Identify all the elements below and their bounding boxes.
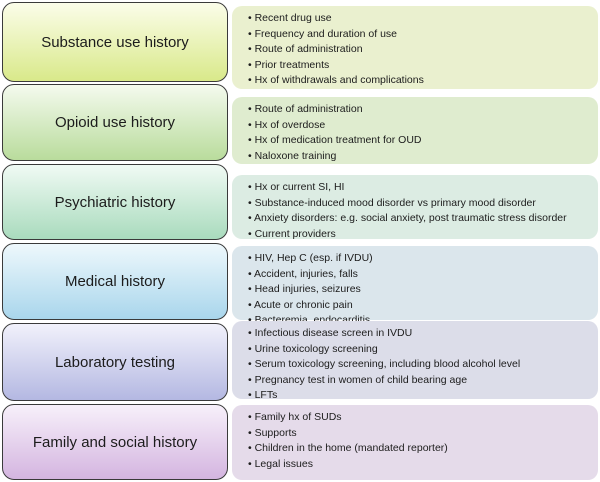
- section-title: Opioid use history: [54, 114, 176, 131]
- detail-item: Hx of overdose: [248, 118, 590, 134]
- section-label-box: Substance use history: [2, 2, 228, 82]
- section-label-box: Medical history: [2, 243, 228, 320]
- section-label-box: Family and social history: [2, 404, 228, 480]
- detail-item: Frequency and duration of use: [248, 27, 590, 43]
- section-label-box: Psychiatric history: [2, 164, 228, 240]
- section-title: Substance use history: [41, 33, 189, 51]
- detail-list: HIV, Hep C (esp. if IVDU)Accident, injur…: [248, 251, 590, 329]
- detail-item: Urine toxicology screening: [248, 342, 590, 358]
- detail-item: Recent drug use: [248, 11, 590, 27]
- detail-item: Head injuries, seizures: [248, 282, 590, 298]
- section-label-box: Opioid use history: [2, 84, 228, 161]
- detail-item: Family hx of SUDs: [248, 410, 590, 426]
- section-title: Laboratory testing: [54, 353, 176, 371]
- section-detail-box: Infectious disease screen in IVDUUrine t…: [232, 321, 598, 401]
- detail-list: Recent drug useFrequency and duration of…: [248, 11, 590, 89]
- detail-list: Family hx of SUDsSupportsChildren in the…: [248, 410, 590, 472]
- detail-item: Substance-induced mood disorder vs prima…: [248, 196, 590, 212]
- detail-list: Infectious disease screen in IVDUUrine t…: [248, 326, 590, 404]
- detail-item: Serum toxicology screening, including bl…: [248, 357, 590, 373]
- detail-item: Infectious disease screen in IVDU: [248, 326, 590, 342]
- detail-list: Route of administrationHx of overdoseHx …: [248, 102, 590, 164]
- detail-item: Route of administration: [248, 102, 590, 118]
- detail-item: HIV, Hep C (esp. if IVDU): [248, 251, 590, 267]
- section-detail-box: Recent drug useFrequency and duration of…: [232, 6, 598, 89]
- section-title: Psychiatric history: [54, 193, 176, 211]
- detail-item: Hx or current SI, HI: [248, 180, 590, 196]
- detail-item: Current providers: [248, 227, 590, 243]
- section-title: Family and social history: [32, 433, 198, 451]
- section-detail-box: HIV, Hep C (esp. if IVDU)Accident, injur…: [232, 246, 598, 326]
- section-detail-box: Route of administrationHx of overdoseHx …: [232, 97, 598, 164]
- detail-item: Supports: [248, 426, 590, 442]
- detail-item: Hx of medication treatment for OUD: [248, 133, 590, 149]
- section-detail-box: Hx or current SI, HISubstance-induced mo…: [232, 175, 598, 242]
- detail-item: Anxiety disorders: e.g. social anxiety, …: [248, 211, 590, 227]
- detail-item: Pregnancy test in women of child bearing…: [248, 373, 590, 389]
- detail-item: Route of administration: [248, 42, 590, 58]
- detail-item: LFTs: [248, 388, 590, 404]
- detail-item: Legal issues: [248, 457, 590, 473]
- detail-item: Accident, injuries, falls: [248, 267, 590, 283]
- section-label-box: Laboratory testing: [2, 323, 228, 401]
- detail-item: Prior treatments: [248, 58, 590, 74]
- section-detail-box: Family hx of SUDsSupportsChildren in the…: [232, 405, 598, 480]
- detail-item: Hx of withdrawals and complications: [248, 73, 590, 89]
- detail-item: Naloxone training: [248, 149, 590, 165]
- section-title: Medical history: [64, 273, 166, 290]
- detail-item: Children in the home (mandated reporter): [248, 441, 590, 457]
- detail-item: Acute or chronic pain: [248, 298, 590, 314]
- detail-list: Hx or current SI, HISubstance-induced mo…: [248, 180, 590, 242]
